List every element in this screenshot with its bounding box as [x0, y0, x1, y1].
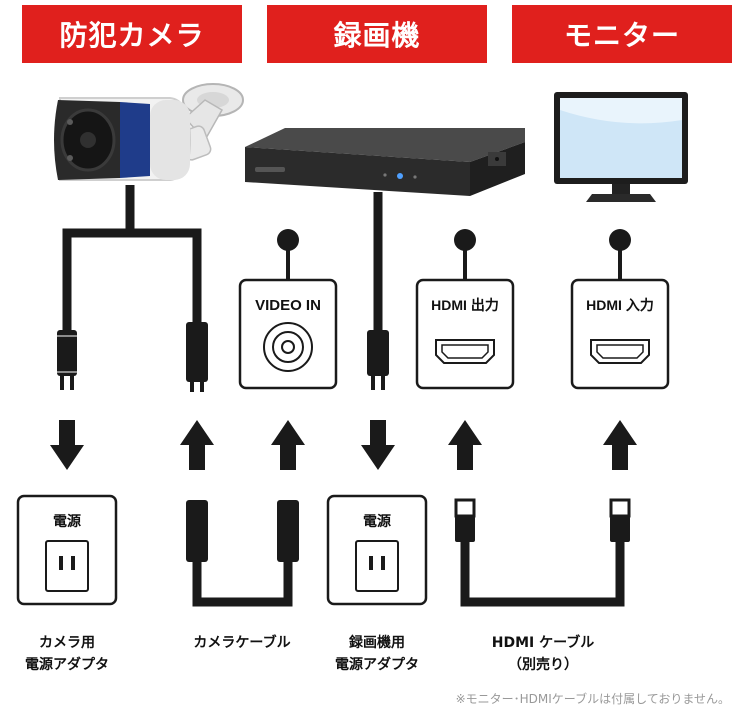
monitor-icon: [554, 92, 688, 202]
port-leads: [286, 240, 622, 280]
caption-line: 録画機用: [349, 635, 405, 651]
arrow-up-icon: [271, 420, 305, 470]
camera-cable-plug-left-icon: [186, 500, 208, 562]
header-camera: 防犯カメラ: [22, 5, 242, 63]
footnote: ※モニター･HDMIケーブルは付属しておりません。: [455, 692, 730, 706]
hdmi-in-port-box: [570, 278, 670, 390]
caption-camera-adapter: カメラ用 電源アダプタ: [5, 632, 129, 677]
caption-recorder-adapter: 録画機用 電源アダプタ: [315, 632, 439, 677]
outlet-label-right: 電源: [363, 513, 391, 530]
arrow-up-icon: [448, 420, 482, 470]
security-camera-icon: [54, 83, 244, 181]
hdmi-out-port-box: [415, 278, 515, 390]
caption-line: （別売り）: [508, 657, 578, 674]
hdmi-plug-right-icon: [609, 498, 631, 542]
recorder-icon: [245, 128, 525, 196]
port-label-video-in: VIDEO IN: [255, 297, 321, 314]
port-label-hdmi-out: HDMI 出力: [431, 297, 499, 313]
caption-camera-cable: カメラケーブル: [172, 632, 312, 654]
arrow-up-icon: [180, 420, 214, 470]
caption-line: カメラ用: [39, 635, 95, 651]
port-dots: [277, 229, 631, 251]
hdmi-plug-left-icon: [454, 498, 476, 542]
caption-hdmi-cable: HDMI ケーブル （別売り）: [468, 632, 618, 677]
arrows: [50, 420, 637, 470]
video-in-port-box: [238, 278, 338, 390]
arrow-down-icon: [50, 420, 84, 470]
arrow-up-icon: [603, 420, 637, 470]
caption-line: カメラケーブル: [193, 635, 291, 651]
camera-video-plug-icon: [186, 322, 208, 392]
cable-lines: [62, 185, 625, 607]
header-recorder: 録画機: [267, 5, 487, 63]
camera-cable-plug-right-icon: [277, 500, 299, 562]
outlet-label-left: 電源: [53, 513, 81, 530]
power-outlet-right: [326, 494, 428, 606]
caption-line: 電源アダプタ: [335, 657, 419, 674]
caption-line: 電源アダプタ: [25, 657, 109, 674]
port-label-hdmi-in: HDMI 入力: [586, 297, 654, 313]
recorder-power-plug-icon: [367, 330, 389, 390]
power-outlet-left: [16, 494, 118, 606]
camera-power-plug-icon: [53, 330, 81, 390]
arrow-down-icon: [361, 420, 395, 470]
caption-line: HDMI ケーブル: [491, 635, 595, 651]
header-monitor: モニター: [512, 5, 732, 63]
